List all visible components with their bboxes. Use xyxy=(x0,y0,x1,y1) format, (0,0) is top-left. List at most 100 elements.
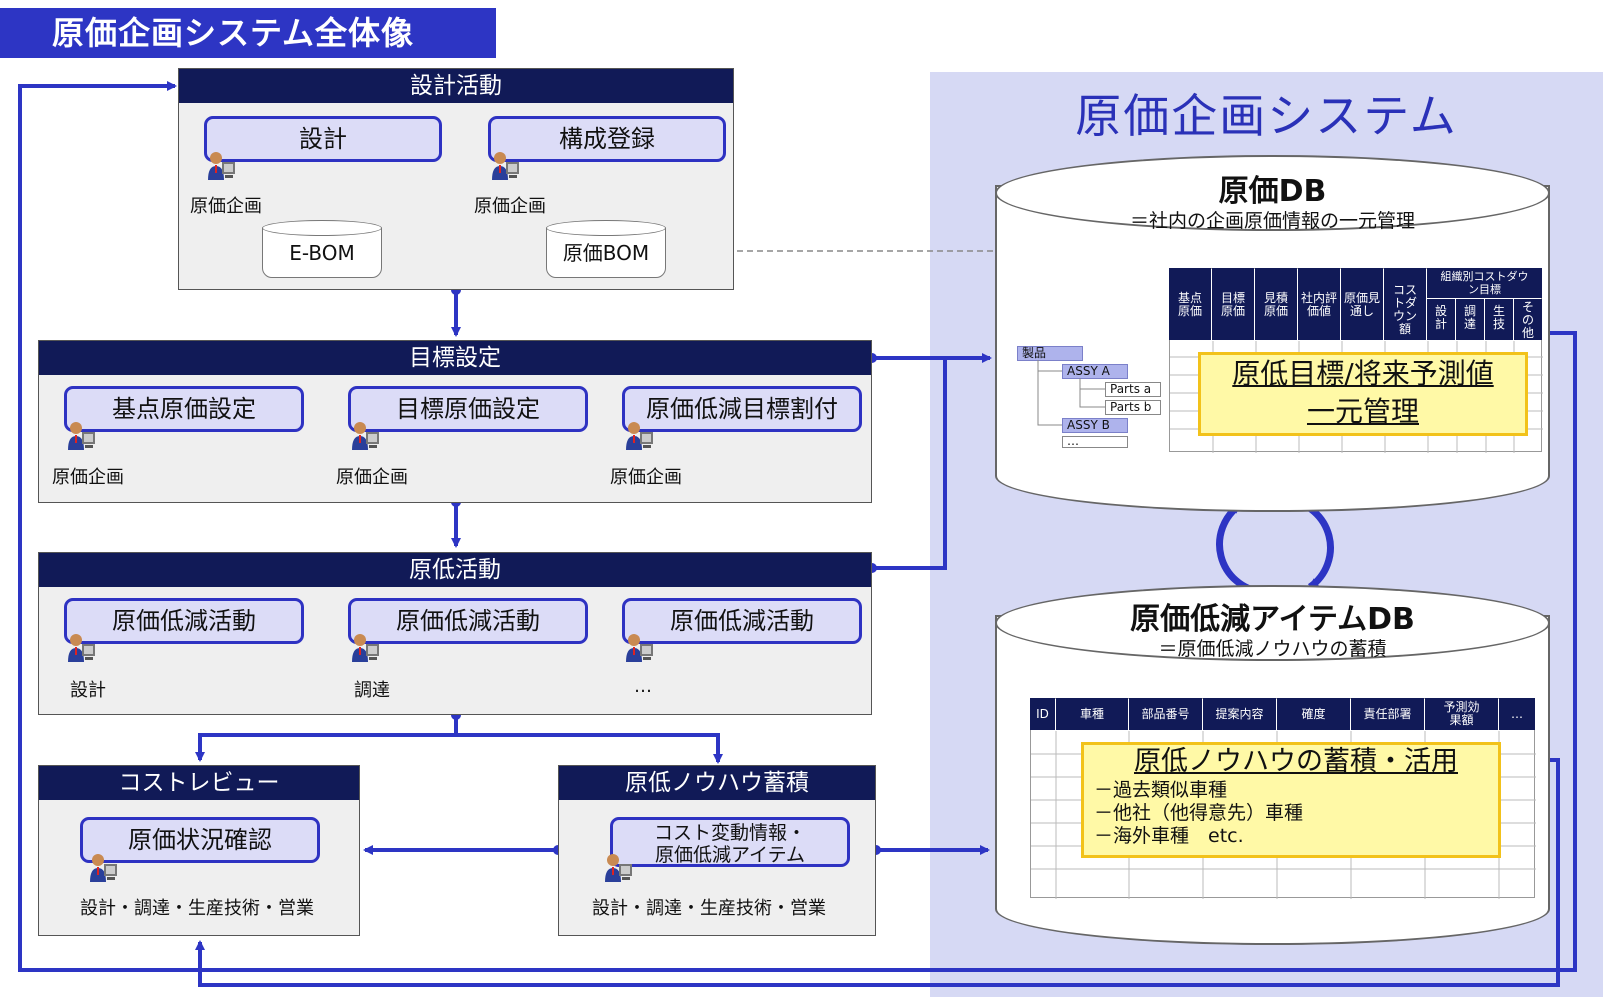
tree-item-parts-a[interactable]: Parts a xyxy=(1105,382,1161,397)
person-pc-icon xyxy=(68,634,95,662)
person-pc-icon xyxy=(90,854,117,882)
design-header: 設計活動 xyxy=(179,69,733,103)
col-label: 原価見通し xyxy=(1343,291,1380,318)
reduction-activity-other[interactable]: 原価低減活動 xyxy=(622,598,862,644)
person-pc-icon xyxy=(68,422,95,450)
reduction-role-procurement: 調達 xyxy=(354,680,390,701)
col-estimate-cost[interactable]: 見積原価 xyxy=(1255,268,1297,340)
page-title: 原価企画システム全体像 xyxy=(0,8,496,58)
structure-role: 原価企画 xyxy=(474,196,546,217)
knowhow-highlight: 原低ノウハウの蓄積・活用 －過去類似車種 －他社（他得意先）車種 －海外車種 e… xyxy=(1081,742,1501,858)
col-group-cost-down-target[interactable]: 組織別コストダウン目標 xyxy=(1427,268,1542,298)
ebom-db-top xyxy=(262,220,382,236)
col-base-cost[interactable]: 基点原価 xyxy=(1169,268,1211,340)
cost-db-title: 原価DB xyxy=(1218,174,1327,209)
cost-status-check-process[interactable]: 原価状況確認 xyxy=(80,817,320,863)
col-part-number[interactable]: 部品番号 xyxy=(1129,698,1202,730)
loop-arrow-outer xyxy=(18,81,1577,972)
target-cost-process[interactable]: 目標原価設定 xyxy=(348,386,588,432)
col-label: 生技 xyxy=(1493,304,1506,331)
arrow-split-right xyxy=(456,733,723,764)
reduction-activity-procurement[interactable]: 原価低減活動 xyxy=(348,598,588,644)
knowhow-item-3: －海外車種 etc. xyxy=(1094,825,1244,847)
person-pc-icon xyxy=(626,634,653,662)
col-internal-eval[interactable]: 社内評価値 xyxy=(1298,268,1340,340)
col-car-model[interactable]: 車種 xyxy=(1056,698,1128,730)
tree-item-more: … xyxy=(1062,435,1128,448)
tree-item-parts-b[interactable]: Parts b xyxy=(1105,400,1161,415)
col-label: その他 xyxy=(1522,300,1535,340)
col-group-design[interactable]: 設計 xyxy=(1427,299,1455,340)
col-target-cost[interactable]: 目標原価 xyxy=(1212,268,1254,340)
col-label: 予測効果額 xyxy=(1443,700,1480,727)
knowhow-item-2: －他社（他得意先）車種 xyxy=(1094,802,1304,824)
loop-arrow-inner xyxy=(195,758,1560,987)
cost-change-info-process[interactable]: コスト変動情報・ 原価低減アイテム xyxy=(610,817,850,867)
highlight-line2: 一元管理 xyxy=(1306,395,1419,428)
col-expected-effect[interactable]: 予測効果額 xyxy=(1425,698,1498,730)
reduction-role-other: … xyxy=(634,676,652,697)
arrow-split-left xyxy=(195,713,458,762)
person-pc-icon xyxy=(626,422,653,450)
knowhow-header: 原低ノウハウ蓄積 xyxy=(559,766,875,800)
reduction-item-db-subtitle: ＝原価低減ノウハウの蓄積 xyxy=(1158,638,1387,660)
person-pc-icon xyxy=(208,152,235,180)
person-pc-icon xyxy=(352,634,379,662)
person-pc-icon xyxy=(492,152,519,180)
tree-item-assy-b[interactable]: ASSY B xyxy=(1062,418,1128,433)
reduction-item-db-top xyxy=(995,585,1550,661)
reduction-item-db-title: 原価低減アイテムDB xyxy=(1130,602,1415,637)
sync-cycle-icon xyxy=(1216,496,1334,596)
reduction-role-design: 設計 xyxy=(70,680,106,701)
knowhow-highlight-title: 原低ノウハウの蓄積・活用 xyxy=(1134,746,1458,777)
cost-db-subtitle: ＝社内の企画原価情報の一元管理 xyxy=(1129,210,1415,232)
col-group-production[interactable]: 生技 xyxy=(1485,299,1513,340)
cost-review-header: コストレビュー xyxy=(39,766,359,800)
structure-registration-process[interactable]: 構成登録 xyxy=(488,116,726,162)
col-label: 見積原価 xyxy=(1263,291,1288,318)
col-certainty[interactable]: 確度 xyxy=(1277,698,1350,730)
col-label: 目標原価 xyxy=(1220,291,1245,318)
col-label: 設計 xyxy=(1435,304,1448,331)
tree-lines xyxy=(1037,360,1105,426)
col-proposal[interactable]: 提案内容 xyxy=(1203,698,1276,730)
target-header: 目標設定 xyxy=(39,341,871,375)
col-group-procurement[interactable]: 調達 xyxy=(1456,299,1484,340)
cost-db-highlight: 原低目標/将来予測値 一元管理 xyxy=(1198,352,1528,436)
col-group-other[interactable]: その他 xyxy=(1514,299,1542,340)
col-label: 社内評価値 xyxy=(1300,291,1337,318)
cost-change-line2: 原価低減アイテム xyxy=(654,844,806,866)
reduction-target-role: 原価企画 xyxy=(610,467,682,488)
design-role: 原価企画 xyxy=(190,196,262,217)
col-label: 基点原価 xyxy=(1177,291,1202,318)
tree-item-product[interactable]: 製品 xyxy=(1017,346,1083,361)
col-cost-outlook[interactable]: 原価見通し xyxy=(1341,268,1383,340)
base-cost-process[interactable]: 基点原価設定 xyxy=(64,386,304,432)
person-pc-icon xyxy=(605,854,632,882)
cost-review-role: 設計・調達・生産技術・営業 xyxy=(80,898,314,919)
knowhow-role: 設計・調達・生産技術・営業 xyxy=(592,898,826,919)
arrow-reduction-to-db xyxy=(870,358,947,570)
system-title: 原価企画システム xyxy=(1075,89,1458,143)
col-responsible-dept[interactable]: 責任部署 xyxy=(1351,698,1424,730)
col-more[interactable]: … xyxy=(1499,698,1535,730)
col-cost-down[interactable]: コストダウン額 xyxy=(1384,268,1426,340)
ebom-label: E-BOM xyxy=(289,241,355,265)
tree-item-assy-a[interactable]: ASSY A xyxy=(1062,364,1128,379)
col-label: コストダウン額 xyxy=(1392,283,1417,336)
reduction-header: 原低活動 xyxy=(39,553,871,587)
highlight-line1: 原低目標/将来予測値 xyxy=(1232,357,1494,390)
design-process[interactable]: 設計 xyxy=(204,116,442,162)
base-cost-role: 原価企画 xyxy=(52,467,124,488)
reduction-target-process[interactable]: 原価低減目標割付 xyxy=(622,386,862,432)
knowhow-item-1: －過去類似車種 xyxy=(1094,779,1228,801)
person-pc-icon xyxy=(352,422,379,450)
ebom-db[interactable]: E-BOM xyxy=(262,228,382,278)
col-label: 組織別コストダウン目標 xyxy=(1440,270,1529,296)
col-id[interactable]: ID xyxy=(1030,698,1055,730)
cost-bom-db[interactable]: 原価BOM xyxy=(546,228,666,278)
cost-bom-db-top xyxy=(546,220,666,236)
reduction-activity-design[interactable]: 原価低減活動 xyxy=(64,598,304,644)
cost-db-cylinder-top xyxy=(995,155,1550,231)
cost-change-line1: コスト変動情報・ xyxy=(653,822,806,844)
